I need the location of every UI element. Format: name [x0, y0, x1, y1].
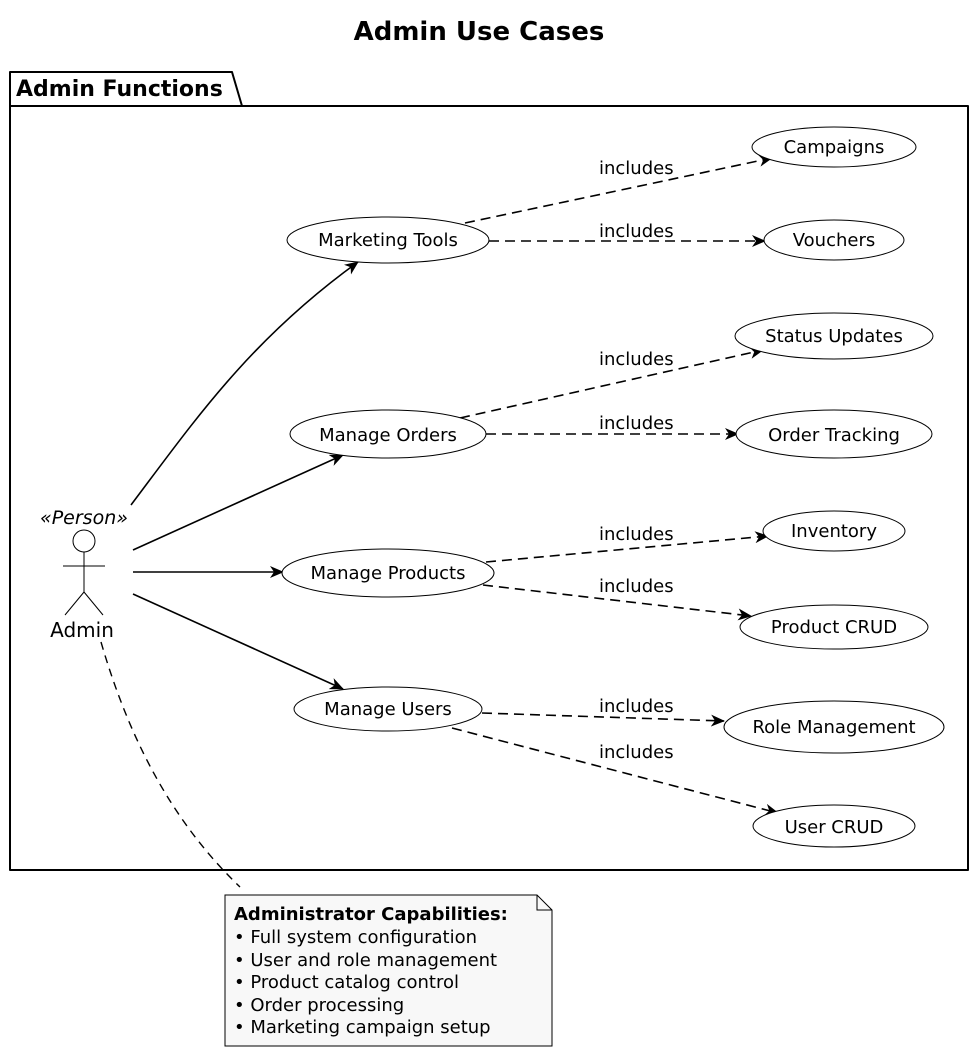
- use-case-role-management[interactable]: Role Management: [723, 700, 945, 754]
- actor-admin[interactable]: «Person» Admin: [40, 507, 128, 642]
- use-case-marketing-tools[interactable]: Marketing Tools: [286, 216, 490, 264]
- note-line: • Marketing campaign setup: [234, 1017, 491, 1038]
- diagram-title: Admin Use Cases: [354, 17, 605, 47]
- use-case-label: Manage Products: [311, 563, 466, 584]
- use-case-product-crud[interactable]: Product CRUD: [739, 604, 929, 650]
- include-label-vouchers: includes: [599, 221, 674, 242]
- include-edge-campaigns: [464, 154, 773, 224]
- use-case-label: Manage Users: [324, 699, 452, 720]
- use-case-status-updates[interactable]: Status Updates: [734, 312, 934, 360]
- use-case-user-crud[interactable]: User CRUD: [752, 804, 916, 848]
- include-label-inventory: includes: [599, 524, 674, 545]
- include-label-order-tracking: includes: [599, 413, 674, 434]
- note-fold-icon: [536, 895, 552, 911]
- association-admin-manage-orders: [132, 454, 344, 551]
- note-connector: [100, 641, 241, 888]
- package-admin-functions: Admin Functions: [9, 71, 969, 871]
- include-label-user-crud: includes: [599, 742, 674, 763]
- include-edge-role-management: [481, 712, 725, 727]
- use-case-label: Order Tracking: [768, 425, 900, 446]
- include-edge-product-crud: [482, 584, 752, 621]
- use-case-manage-products[interactable]: Manage Products: [281, 548, 495, 598]
- actor-label: Admin: [50, 618, 114, 642]
- use-case-label: User CRUD: [785, 817, 884, 838]
- use-case-label: Marketing Tools: [318, 230, 458, 251]
- note-line: • User and role management: [234, 950, 497, 971]
- use-case-manage-orders[interactable]: Manage Orders: [289, 409, 487, 459]
- package-frame: [9, 71, 969, 871]
- use-case-label: Manage Orders: [319, 425, 457, 446]
- association-admin-manage-users: [132, 593, 344, 690]
- use-case-manage-users[interactable]: Manage Users: [293, 686, 483, 732]
- include-label-role-management: includes: [599, 696, 674, 717]
- note-line: • Full system configuration: [234, 927, 477, 948]
- use-case-label: Vouchers: [793, 230, 876, 251]
- note-title: Administrator Capabilities:: [234, 904, 508, 925]
- note-line: • Product catalog control: [234, 972, 459, 993]
- actor-stereotype: «Person»: [40, 507, 128, 529]
- note-line: • Order processing: [234, 995, 404, 1016]
- include-label-campaigns: includes: [599, 158, 674, 179]
- stick-figure-icon: [63, 529, 105, 616]
- use-case-label: Status Updates: [765, 326, 903, 347]
- use-case-label: Campaigns: [784, 137, 885, 158]
- use-case-inventory[interactable]: Inventory: [762, 510, 906, 552]
- use-case-order-tracking[interactable]: Order Tracking: [735, 409, 933, 459]
- use-case-campaigns[interactable]: Campaigns: [751, 126, 917, 168]
- use-case-label: Role Management: [752, 717, 915, 738]
- note-body: [224, 894, 553, 1047]
- include-label-product-crud: includes: [599, 576, 674, 597]
- use-case-label: Inventory: [791, 521, 877, 542]
- include-edge-user-crud: [451, 727, 779, 816]
- include-label-status-updates: includes: [599, 349, 674, 370]
- association-admin-marketing-tools: [130, 261, 359, 506]
- package-title: Admin Functions: [16, 77, 223, 102]
- include-edge-status-updates: [459, 346, 764, 419]
- note-administrator-capabilities: Administrator Capabilities: • Full syste…: [224, 894, 553, 1047]
- use-case-vouchers[interactable]: Vouchers: [763, 219, 905, 261]
- use-case-label: Product CRUD: [771, 617, 897, 638]
